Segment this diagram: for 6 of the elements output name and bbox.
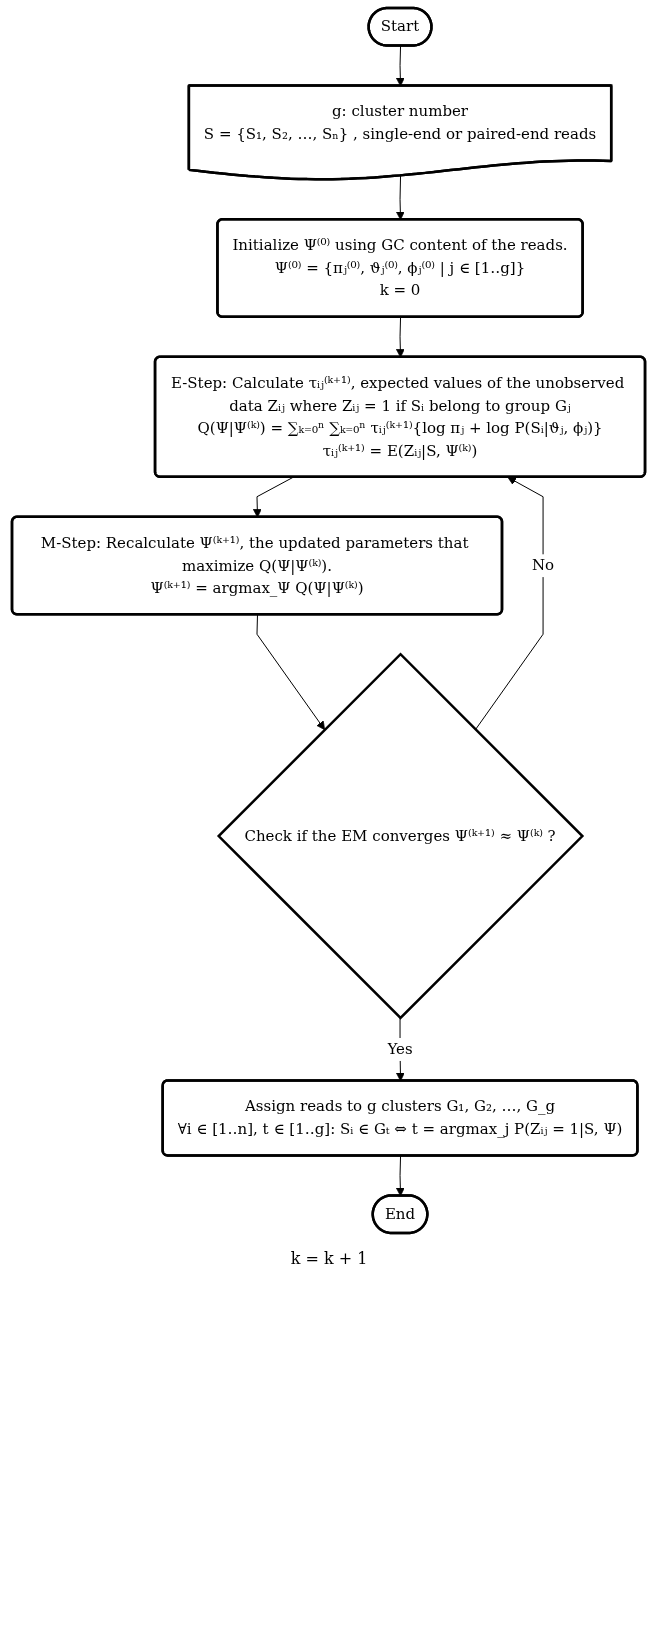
arrow: [475, 476, 545, 731]
node-diamond: Check if the EM converges Ψ⁽ᵏ⁺¹⁾ ≈ Ψ⁽ᵏ⁾ ?: [217, 652, 585, 1020]
arrow: [257, 614, 326, 731]
edge-label: Yes: [387, 1039, 414, 1058]
edge-label: No: [532, 556, 555, 575]
note-text: k = k + 1: [289, 1248, 369, 1268]
